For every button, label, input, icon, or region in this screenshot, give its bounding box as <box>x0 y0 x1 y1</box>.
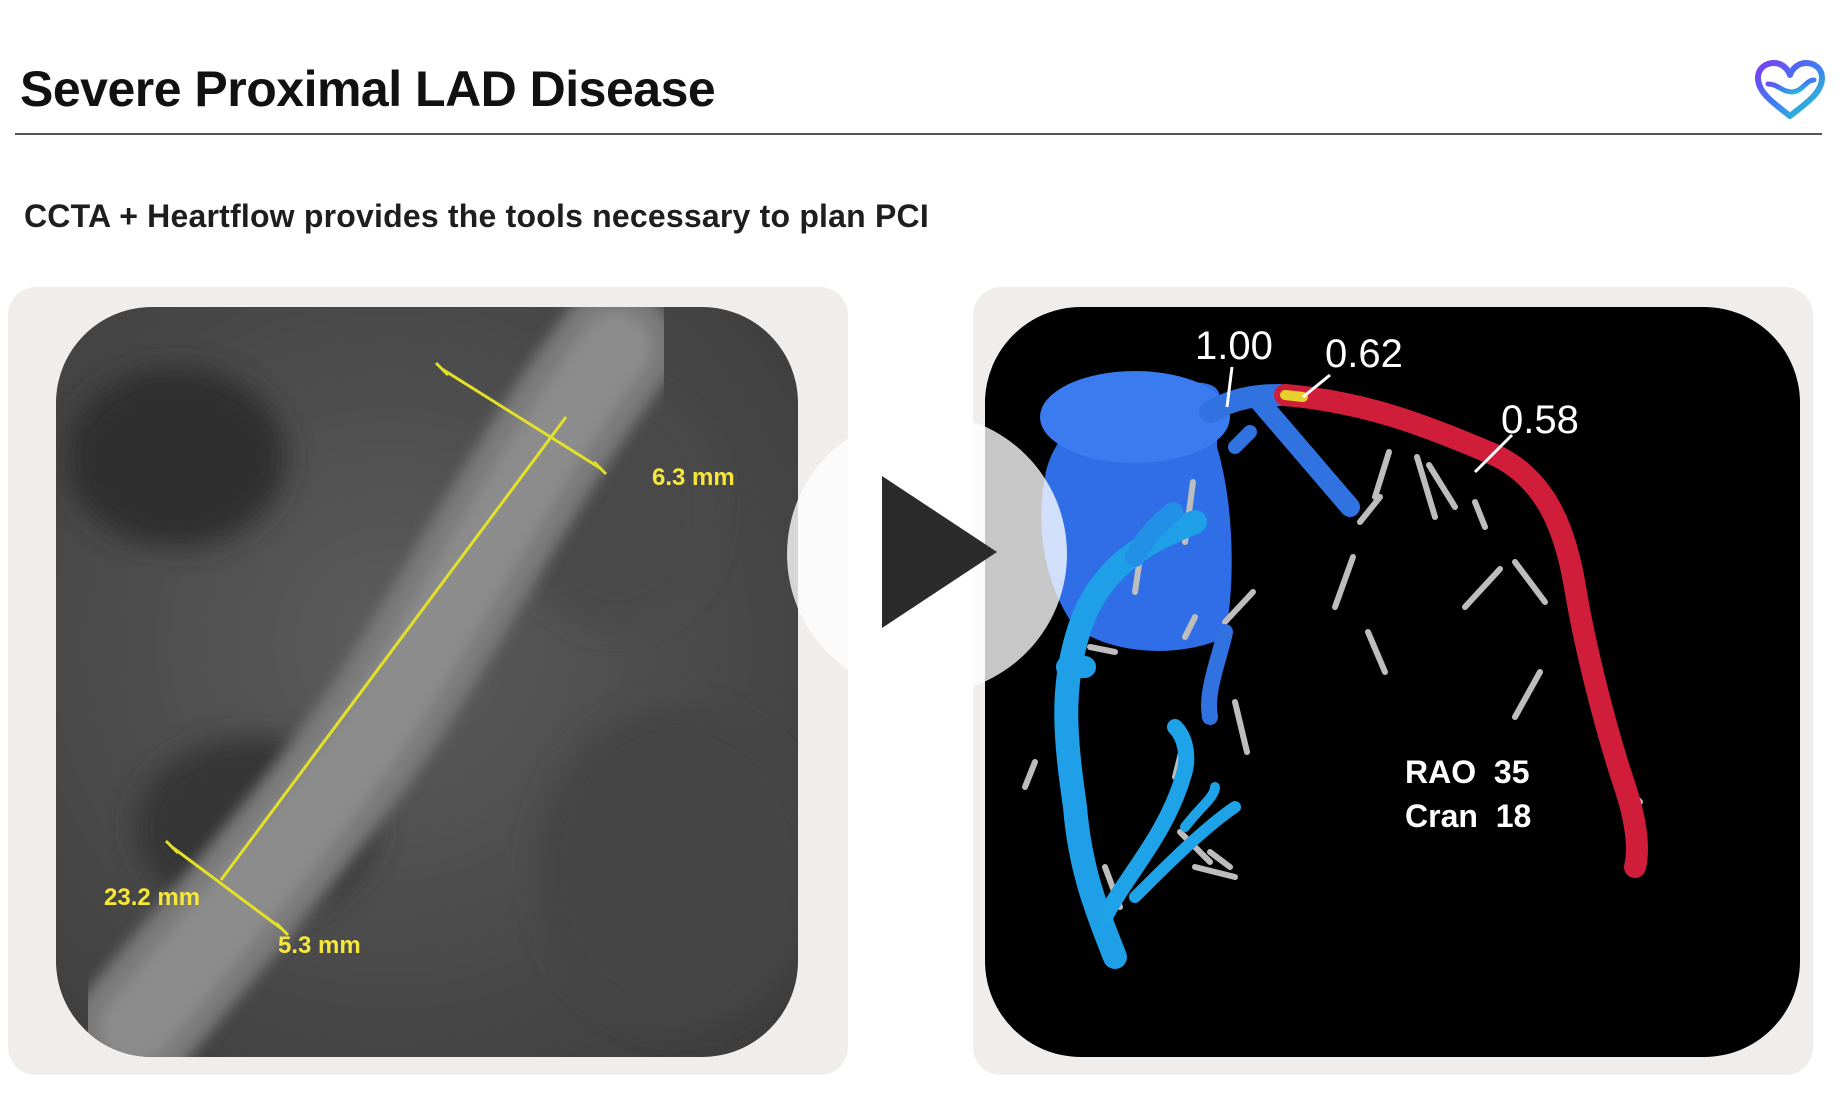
ffr-value-proximal: 1.00 <box>1195 324 1273 368</box>
heartflow-model-panel: 1.00 0.62 0.58 RAO 35 Cran 18 <box>985 307 1800 1057</box>
heartflow-model-card: 1.00 0.62 0.58 RAO 35 Cran 18 <box>973 287 1813 1075</box>
video-play-button[interactable] <box>787 414 1067 694</box>
distal-diameter-label: 6.3 mm <box>652 464 735 491</box>
view-angle-rao: RAO 35 <box>1405 754 1529 790</box>
heart-logo-icon <box>1752 58 1828 122</box>
play-icon <box>882 476 997 628</box>
title-divider <box>15 133 1822 135</box>
ffr-value-distal: 0.58 <box>1501 398 1579 442</box>
slide-title: Severe Proximal LAD Disease <box>20 61 716 117</box>
ct-image-card: 23.2 mm 6.3 mm 5.3 mm <box>8 287 848 1075</box>
length-label: 23.2 mm <box>104 884 200 911</box>
proximal-diameter-label: 5.3 mm <box>278 932 361 959</box>
ffr-value-mid: 0.62 <box>1325 332 1403 376</box>
length-measure-line <box>164 361 608 937</box>
view-angle-cran: Cran 18 <box>1405 798 1531 834</box>
ct-image-panel: 23.2 mm 6.3 mm 5.3 mm <box>56 307 798 1057</box>
slide-subtitle: CCTA + Heartflow provides the tools nece… <box>24 198 929 234</box>
